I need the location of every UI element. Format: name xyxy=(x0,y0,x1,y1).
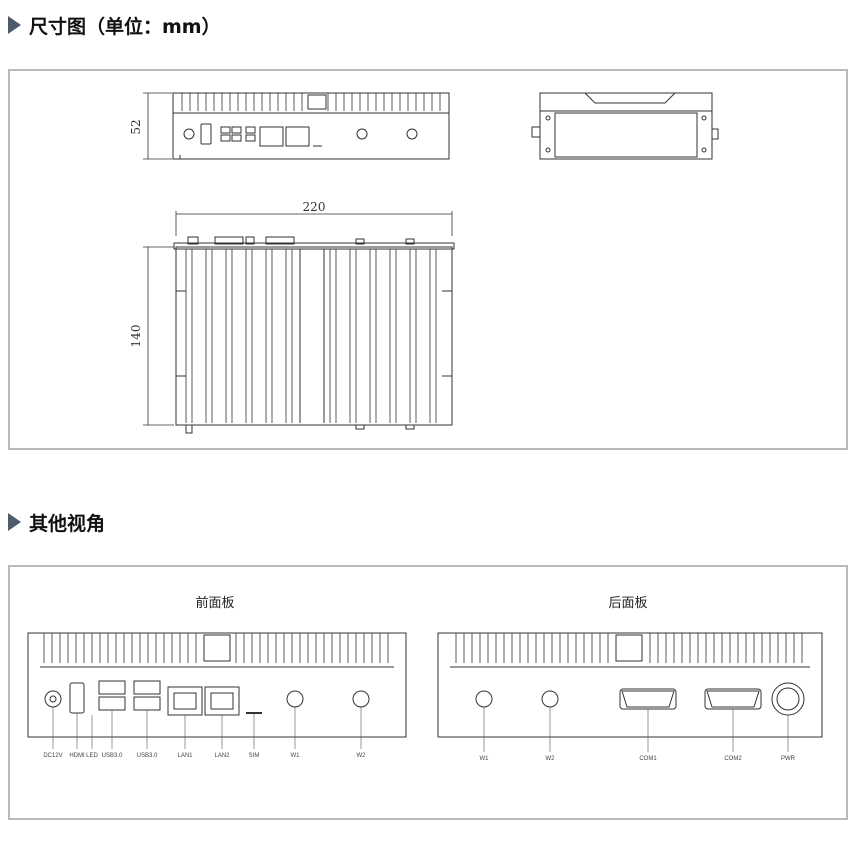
dimension-drawing-panel: 52 220 140 xyxy=(8,69,848,450)
height-label: 52 xyxy=(129,119,143,134)
front-panel-drawing xyxy=(27,632,407,738)
port-label-lan1: LAN1 xyxy=(177,753,193,759)
section-title-dimensions-text: 尺寸图（单位：mm） xyxy=(29,15,221,38)
width-label: 220 xyxy=(303,200,326,214)
port-label-dc12v: DC12V xyxy=(43,753,62,759)
front-view-drawing xyxy=(172,92,450,160)
views-panel: 前面板 后面板 xyxy=(8,565,848,820)
rear-panel-drawing xyxy=(437,632,823,738)
port-label-w1: W1 xyxy=(291,753,301,759)
rear-port-label-com2: COM2 xyxy=(724,756,742,762)
rear-port-label-com1: COM1 xyxy=(639,756,657,762)
depth-dimension-line xyxy=(143,246,174,426)
triangle-bullet-icon xyxy=(8,16,21,34)
rear-port-label-w2: W2 xyxy=(546,756,556,762)
section-title-views: 其他视角 xyxy=(8,507,105,537)
rear-panel-title: 后面板 xyxy=(608,596,647,611)
port-label-usb3-2: USB3.0 xyxy=(137,753,158,759)
heatsink-fins xyxy=(181,93,441,111)
port-label-lan2: LAN2 xyxy=(214,753,230,759)
rear-port-label-pwr: PWR xyxy=(781,756,796,762)
panel-drawings: 前面板 后面板 xyxy=(27,595,823,762)
port-label-hdmi: HDMI xyxy=(69,753,85,759)
section-title-views-text: 其他视角 xyxy=(29,512,106,535)
section-title-dimensions: 尺寸图（单位：mm） xyxy=(8,10,221,40)
dimension-drawing: 52 220 140 xyxy=(129,92,719,434)
height-dimension-line xyxy=(143,92,172,160)
width-dimension-line xyxy=(175,211,453,236)
leader-lines xyxy=(52,707,789,752)
port-label-led: LED xyxy=(86,753,98,759)
port-label-w2: W2 xyxy=(357,753,367,759)
triangle-bullet-icon xyxy=(8,513,21,531)
front-panel-title: 前面板 xyxy=(195,595,234,611)
port-label-sim: SIM xyxy=(249,753,260,759)
depth-label: 140 xyxy=(129,325,143,348)
port-label-usb3-1: USB3.0 xyxy=(102,753,123,759)
rear-port-label-w1: W1 xyxy=(480,756,490,762)
side-view-drawing xyxy=(531,92,719,160)
top-view-drawing xyxy=(173,236,455,434)
